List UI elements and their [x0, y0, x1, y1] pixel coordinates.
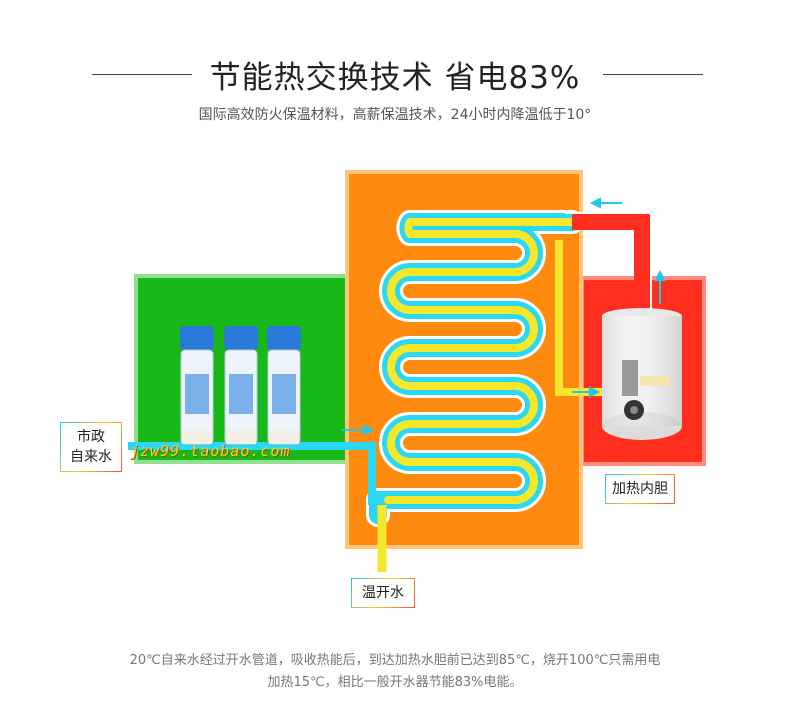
heating-tank-label: 加热内胆: [605, 474, 675, 504]
title-rule-right: [603, 74, 703, 75]
cold-inlet-pipe: [128, 442, 376, 505]
watermark: jzw99.taobao.com: [130, 442, 291, 460]
flow-arrow-icon: [342, 197, 666, 436]
page-title: 节能热交换技术 省电83%: [209, 60, 581, 96]
page-subtitle: 国际高效防火保温材料，高薪保温技术，24小时内降温低于10°: [198, 107, 592, 123]
hot-return-pipe-outline: [565, 212, 652, 312]
municipal-water-label-line1: 市政: [77, 429, 105, 445]
municipal-water-label: 市政 自来水: [60, 422, 122, 472]
footer-line-2: 加热15℃，相比一般开水器节能83%电能。: [267, 675, 523, 690]
title-rule-left: [92, 74, 192, 75]
footer-line-1: 20℃自来水经过开水管道，吸收热能后，到达加热水胆前已达到85℃，烧开100℃只…: [129, 653, 661, 668]
heat-exchanger-coil: [366, 210, 584, 527]
footer-description: 20℃自来水经过开水管道，吸收热能后，到达加热水胆前已达到85℃，烧开100℃只…: [80, 650, 710, 694]
filter-cartridge-icon: [180, 326, 301, 445]
water-tank-icon: [602, 308, 682, 440]
municipal-water-label-line2: 自来水: [70, 449, 112, 465]
warm-water-label: 温开水: [351, 578, 415, 608]
hot-return-pipe: [572, 214, 650, 312]
